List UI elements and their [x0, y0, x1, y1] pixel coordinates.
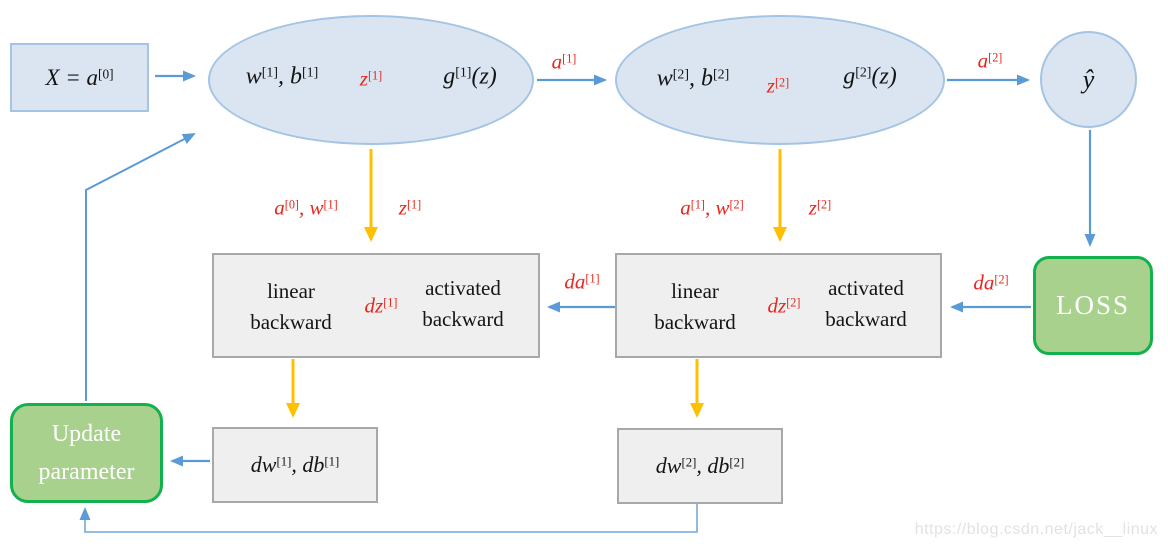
input-label: X = a[0]	[45, 64, 114, 90]
backward2-box	[615, 253, 942, 358]
backward2-dz-label: dz[2]	[767, 293, 801, 318]
grad1-box: dw[1], db[1]	[212, 427, 378, 503]
z1-edge-label: z[1]	[398, 195, 422, 220]
grad2-label: dw[2], db[2]	[655, 453, 745, 478]
output-label: ŷ	[1082, 64, 1095, 94]
grad2-to-update-loop-arrow	[79, 504, 698, 533]
layer1-ellipse	[208, 15, 534, 145]
grad2-box: dw[2], db[2]	[617, 428, 783, 504]
backward1-dz-label: dz[1]	[364, 293, 398, 318]
z2-edge-label: z[2]	[808, 195, 832, 220]
da1-edge-label: da[1]	[564, 269, 600, 294]
backward1-box	[212, 253, 540, 358]
a2-edge-label: a[2]	[977, 48, 1003, 73]
backward1-activated-label: activated backward	[422, 276, 504, 331]
layer1-activation-label: g[1](z)	[443, 63, 497, 90]
layer1-weights-label: w[1], b[1]	[245, 63, 319, 90]
grad1-label: dw[1], db[1]	[250, 452, 340, 477]
layer2-weights-label: w[2], b[2]	[656, 65, 730, 92]
watermark-text: https://blog.csdn.net/jack__linux	[914, 521, 1158, 538]
cache1-edge-label: a[0], w[1]	[274, 195, 338, 220]
backward1-linear-label: linear backward	[250, 279, 332, 334]
layer1-z-label: z[1]	[359, 66, 383, 91]
layer2-ellipse	[615, 15, 945, 145]
loss-box: LOSS	[1033, 256, 1153, 355]
a1-edge-label: a[1]	[551, 49, 577, 74]
loss-label: LOSS	[1055, 290, 1131, 320]
da2-edge-label: da[2]	[973, 270, 1009, 295]
layer2-z-label: z[2]	[766, 73, 790, 98]
backward2-linear-label: linear backward	[654, 279, 736, 334]
update-parameter-label: Update parameter	[38, 421, 135, 485]
input-box: X = a[0]	[10, 43, 149, 112]
update-to-layer1-loop-arrow	[85, 133, 196, 401]
layer2-activation-label: g[2](z)	[843, 63, 897, 90]
output-node: ŷ	[1040, 31, 1137, 128]
update-parameter-box: Update parameter	[10, 403, 163, 503]
cache2-edge-label: a[1], w[2]	[680, 195, 744, 220]
backward2-activated-label: activated backward	[825, 276, 907, 331]
